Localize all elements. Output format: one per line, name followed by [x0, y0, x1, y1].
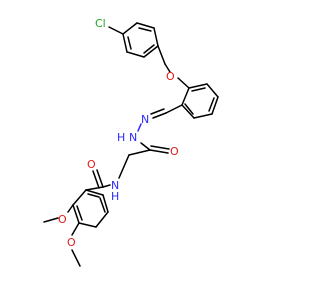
amide-nitrogen-label: N: [111, 179, 119, 192]
hydrazone-nh-label: N: [129, 131, 137, 144]
c-cl-bond: [108, 26, 124, 35]
carbonyl-oxygen-label-1: O: [170, 145, 179, 158]
methoxy-oxygen-label-4: O: [67, 236, 76, 249]
carbonyl-double-bond-b: [150, 145, 170, 150]
nh-amide-carbon-bond: [102, 184, 111, 188]
imine-double-bond-b: [150, 108, 165, 115]
aryl-ch-bond: [165, 104, 183, 114]
chlorophenyl-ring: [122, 22, 159, 58]
amide-aryl-bond: [85, 186, 104, 191]
ch2-nh-bond: [118, 154, 130, 179]
methoxy-oxygen-label-3: O: [58, 213, 67, 226]
benzyl-ch2-bond: [157, 45, 166, 65]
dimethoxyphenyl-ring: [72, 189, 109, 228]
ether-oxygen-label: O: [166, 70, 175, 83]
molecule-structure: Cl O N H N O N H O O O: [43, 17, 219, 267]
benzylidene-ring: [181, 83, 219, 119]
hydrazone-h-label: H: [117, 131, 125, 144]
o-aryl-bond: [177, 77, 190, 89]
amide-double-bond-b: [92, 170, 100, 189]
n-n-bond: [137, 123, 142, 132]
amide-h-label: H: [111, 190, 119, 203]
ch2-o-bond: [164, 63, 171, 73]
carbonyl-double-bond-a: [149, 149, 169, 154]
aryl-o-bond-3: [67, 204, 74, 213]
nh-carbonyl-bond: [140, 142, 151, 151]
o-methyl-bond-4: [71, 249, 81, 267]
imine-nitrogen-label: N: [141, 113, 149, 126]
chlorine-label: Cl: [95, 17, 106, 30]
o-methyl-bond-3: [43, 217, 59, 223]
carbonyl-oxygen-label-2: O: [87, 158, 96, 171]
imine-double-bond-a: [152, 112, 167, 119]
amide-double-bond-a: [96, 169, 104, 188]
carbonyl-ch2-bond: [128, 149, 151, 156]
aryl-o-bond-4: [71, 222, 80, 236]
